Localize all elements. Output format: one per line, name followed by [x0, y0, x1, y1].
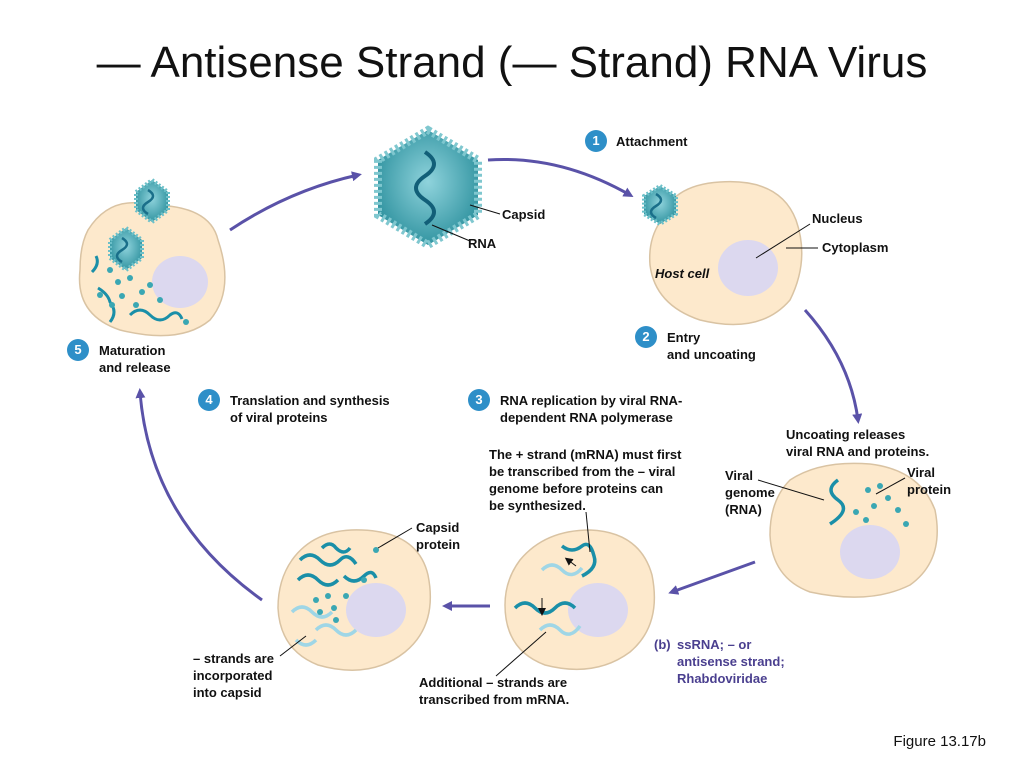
step-4-badge: 4: [198, 389, 220, 411]
step-4-line1: Translation and synthesis: [230, 393, 390, 408]
plus-strand-note: The + strand (mRNA) must first be transc…: [489, 446, 682, 514]
arrow-translation-to-maturation: [135, 388, 263, 602]
uncoating-note: Uncoating releases viral RNA and protein…: [786, 426, 929, 460]
step-3-label: RNA replication by viral RNA- dependent …: [500, 392, 682, 426]
minus-incorporated-line1: – strands are: [193, 651, 274, 666]
plus-strand-line4: be synthesized.: [489, 498, 586, 513]
step-1-badge: 1: [585, 130, 607, 152]
caption-line2: antisense strand;: [677, 654, 785, 669]
additional-strands-note: Additional – strands are transcribed fro…: [419, 674, 569, 708]
rna-label: RNA: [468, 236, 497, 251]
viral-genome-line3: (RNA): [725, 502, 762, 517]
caption-text: ssRNA; – or antisense strand; Rhabdoviri…: [677, 636, 785, 687]
additional-line1: Additional – strands are: [419, 675, 568, 690]
viral-protein-label: Viral protein: [907, 464, 951, 498]
plus-strand-line1: The + strand (mRNA) must first: [489, 447, 682, 462]
cell-maturation: [78, 177, 226, 337]
caption-line3: Rhabdoviridae: [677, 671, 768, 686]
step-5-line1: Maturation: [99, 343, 166, 358]
viral-genome-line2: genome: [725, 485, 775, 500]
host-cell-label: Host cell: [655, 266, 710, 281]
cell-replication: [495, 511, 656, 677]
plus-strand-line2: be transcribed from the – viral: [489, 464, 676, 479]
arrow-to-attachment: [487, 157, 634, 197]
uncoating-note-line2: viral RNA and proteins.: [786, 444, 930, 459]
step-2-label: Entry and uncoating: [667, 329, 756, 363]
step-2-line1: Entry: [667, 330, 701, 345]
cell-translation: [277, 527, 432, 671]
step-3-line1: RNA replication by viral RNA-: [500, 393, 683, 408]
minus-incorporated-line3: into capsid: [193, 685, 262, 700]
step-4-label: Translation and synthesis of viral prote…: [230, 392, 390, 426]
viral-protein-line2: protein: [907, 482, 952, 497]
arrow-release-to-virion: [229, 171, 362, 232]
caption-letter: (b): [654, 637, 671, 652]
step-2-badge: 2: [635, 326, 657, 348]
viral-genome-line1: Viral: [725, 468, 753, 483]
capsid-protein-line2: protein: [416, 537, 461, 552]
caption-line1: ssRNA; – or: [677, 637, 752, 652]
figure-number: Figure 13.17b: [893, 733, 986, 750]
minus-incorporated-note: – strands are incorporated into capsid: [193, 650, 274, 701]
viral-protein-line1: Viral: [907, 465, 935, 480]
step-5-label: Maturation and release: [99, 342, 171, 376]
step-1-label: Attachment: [616, 134, 688, 149]
cell-uncoating: [757, 462, 938, 598]
step-5-line2: and release: [99, 360, 171, 375]
cytoplasm-label: Cytoplasm: [822, 240, 889, 255]
step-5-badge: 5: [67, 339, 89, 361]
capsid-protein-line1: Capsid: [416, 520, 460, 535]
step-4-line2: of viral proteins: [230, 410, 328, 425]
virion-large: [374, 125, 501, 250]
additional-line2: transcribed from mRNA.: [419, 692, 570, 707]
uncoating-note-line1: Uncoating releases: [786, 427, 906, 442]
step-2-line2: and uncoating: [667, 347, 756, 362]
plus-strand-line3: genome before proteins can: [489, 481, 664, 496]
capsid-label: Capsid: [502, 207, 546, 222]
minus-incorporated-line2: incorporated: [193, 668, 273, 683]
arrow-uncoating-to-replication: [668, 560, 756, 595]
nucleus-label: Nucleus: [812, 211, 863, 226]
arrow-entry-to-uncoating: [803, 308, 863, 424]
cell-attachment: [642, 180, 818, 326]
step-3-line2: dependent RNA polymerase: [500, 410, 673, 425]
viral-genome-label: Viral genome (RNA): [725, 467, 775, 518]
step-3-badge: 3: [468, 389, 490, 411]
page-title: — Antisense Strand (— Strand) RNA Virus: [96, 38, 928, 87]
capsid-protein-label: Capsid protein: [416, 519, 460, 553]
